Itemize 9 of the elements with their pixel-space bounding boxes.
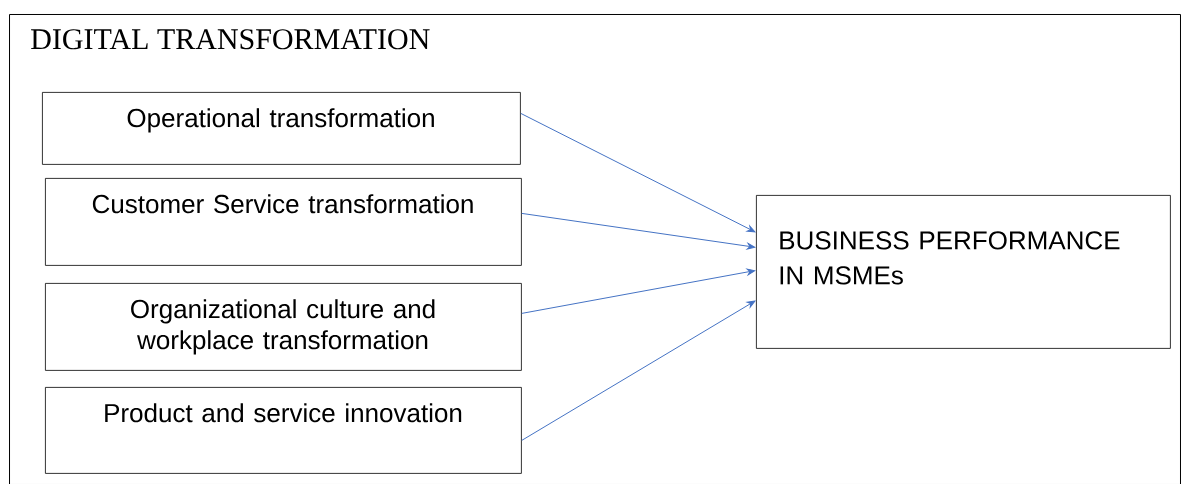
arrow — [520, 112, 756, 233]
arrow — [521, 268, 756, 314]
factor-box: Product and service innovation — [45, 387, 522, 474]
factor-box: Organizational culture and workplace transformation — [45, 283, 522, 371]
factor-box: Customer Service transformation — [45, 178, 522, 266]
arrow — [521, 212, 756, 250]
outcome-box: BUSINESS PERFORMANCE IN MSMEs — [756, 195, 1171, 349]
factor-box: Operational transformation — [42, 92, 521, 165]
arrow — [521, 300, 756, 441]
